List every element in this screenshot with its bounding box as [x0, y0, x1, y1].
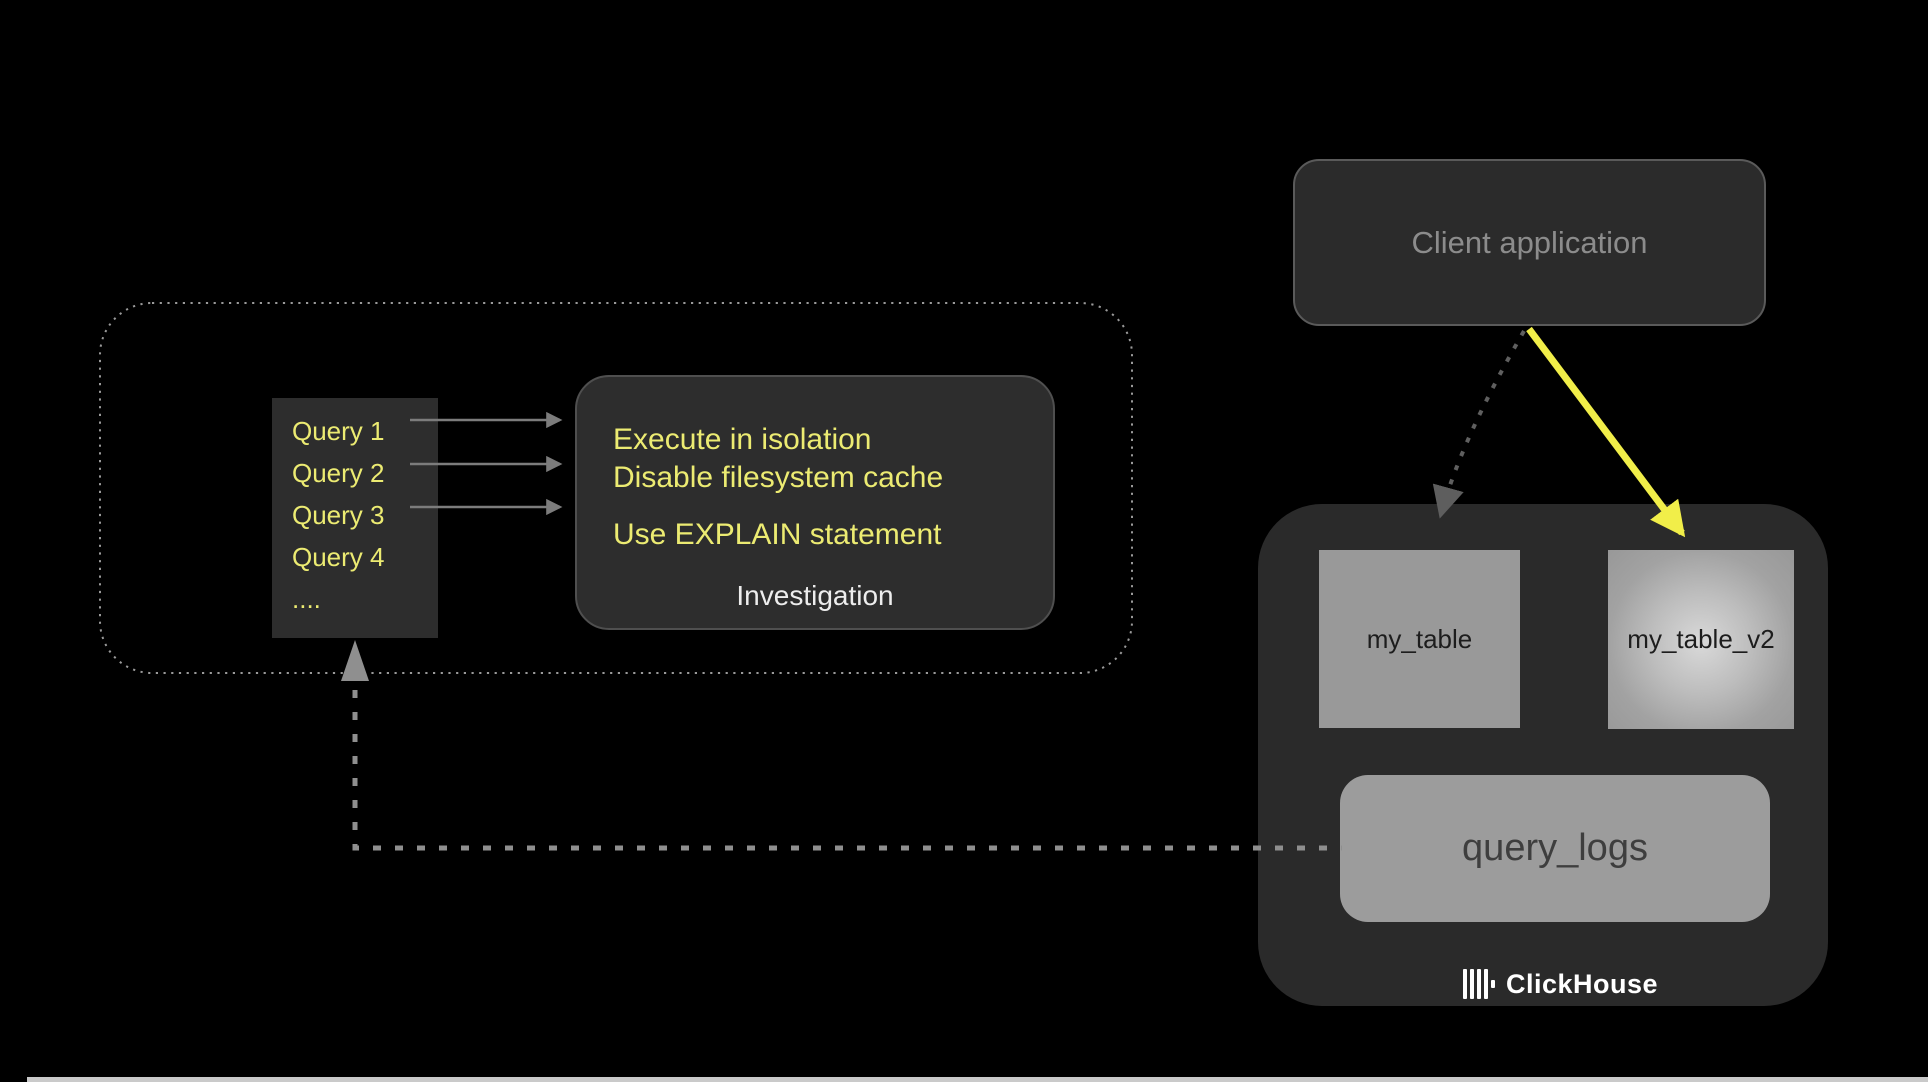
- my-table-v2-label: my_table_v2: [1627, 624, 1775, 654]
- clickhouse-logo-icon: [1463, 969, 1495, 999]
- investigation-tip: Use EXPLAIN statement: [613, 518, 942, 551]
- query-logs-feedback-arrowhead: [341, 640, 369, 681]
- query-list-item: Query 2: [292, 458, 385, 488]
- client-to-my-table-v2-arrow: [1526, 326, 1686, 538]
- bottom-edge-bar: [27, 1077, 1928, 1082]
- clickhouse-brand: ClickHouse: [1463, 966, 1658, 1002]
- client-to-my-table-arrow: [1432, 329, 1526, 519]
- query-list-item: Query 1: [292, 416, 385, 446]
- clickhouse-container: my_table my_table_v2 query_logs ClickHou…: [1258, 504, 1828, 1006]
- query-logs-label: query_logs: [1462, 827, 1648, 869]
- query-list-item: Query 4: [292, 542, 385, 572]
- query-logs-box: query_logs: [1340, 775, 1770, 922]
- query-list-panel: Query 1 Query 2 Query 3 Query 4 ....: [272, 398, 438, 638]
- client-application-box: Client application: [1293, 159, 1766, 326]
- query-logs-feedback-line: [352, 690, 1342, 851]
- investigation-box: Execute in isolation Disable filesystem …: [575, 375, 1055, 630]
- my-table-v2-box: my_table_v2: [1608, 550, 1794, 729]
- my-table-box: my_table: [1319, 550, 1520, 728]
- my-table-label: my_table: [1366, 623, 1473, 654]
- client-application-label: Client application: [1411, 224, 1648, 260]
- investigation-tip: Execute in isolation: [613, 423, 872, 456]
- investigation-box-label: Investigation: [736, 580, 894, 611]
- investigation-tips: Execute in isolation Disable filesystem …: [613, 421, 943, 497]
- query-list-ellipsis: ....: [292, 584, 321, 614]
- investigation-tip: Disable filesystem cache: [613, 461, 944, 494]
- clickhouse-brand-label: ClickHouse: [1506, 968, 1659, 999]
- query-list-item: Query 3: [292, 500, 385, 530]
